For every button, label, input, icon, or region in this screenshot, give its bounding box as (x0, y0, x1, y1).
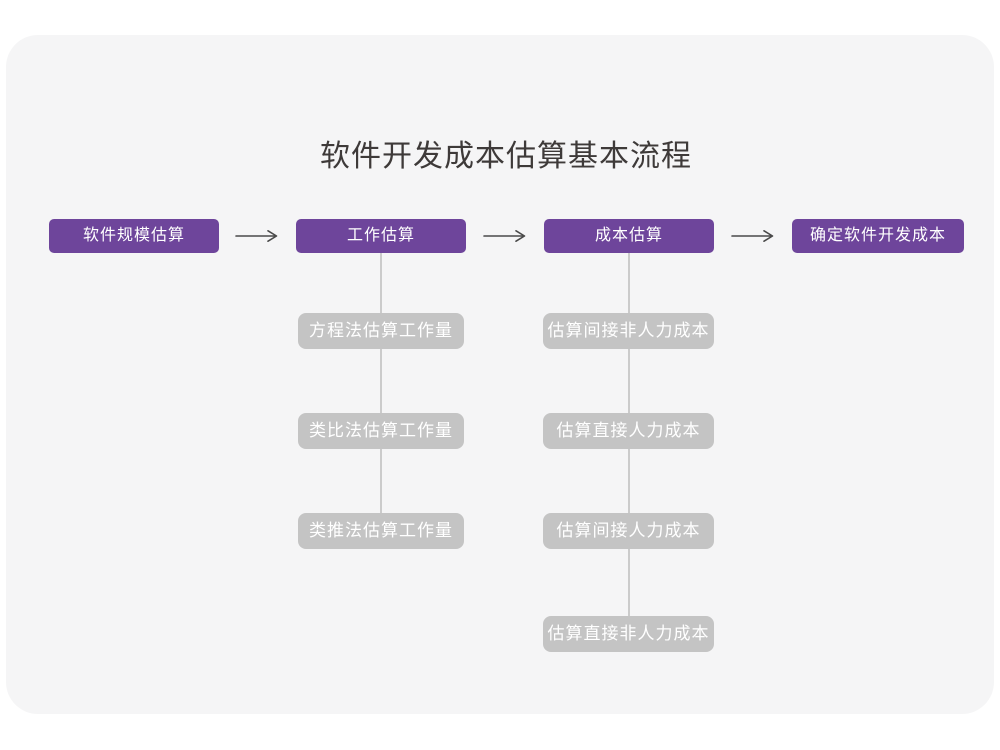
subnode-extrapolation-method-workload: 类推法估算工作量 (298, 513, 464, 549)
flow-node-software-scale-estimation: 软件规模估算 (49, 219, 219, 253)
connector-line-work-estimation (380, 253, 382, 515)
diagram-title: 软件开发成本估算基本流程 (320, 140, 692, 173)
arrow-right-icon (235, 230, 278, 242)
arrow-right-icon (483, 230, 526, 242)
flow-node-determine-development-cost: 确定软件开发成本 (792, 219, 964, 253)
subnode-indirect-non-labor-cost: 估算间接非人力成本 (543, 313, 714, 349)
subnode-direct-labor-cost: 估算直接人力成本 (543, 413, 714, 449)
subnode-direct-non-labor-cost: 估算直接非人力成本 (543, 616, 714, 652)
arrow-right-icon (731, 230, 774, 242)
subnode-indirect-labor-cost: 估算间接人力成本 (543, 513, 714, 549)
flow-node-cost-estimation: 成本估算 (544, 219, 714, 253)
subnode-analogy-method-workload: 类比法估算工作量 (298, 413, 464, 449)
subnode-equation-method-workload: 方程法估算工作量 (298, 313, 464, 349)
diagram-canvas: 软件开发成本估算基本流程 软件规模估算 工作估算 成本估算 确定软件开发成本 方… (6, 35, 994, 714)
flow-node-work-estimation: 工作估算 (296, 219, 466, 253)
